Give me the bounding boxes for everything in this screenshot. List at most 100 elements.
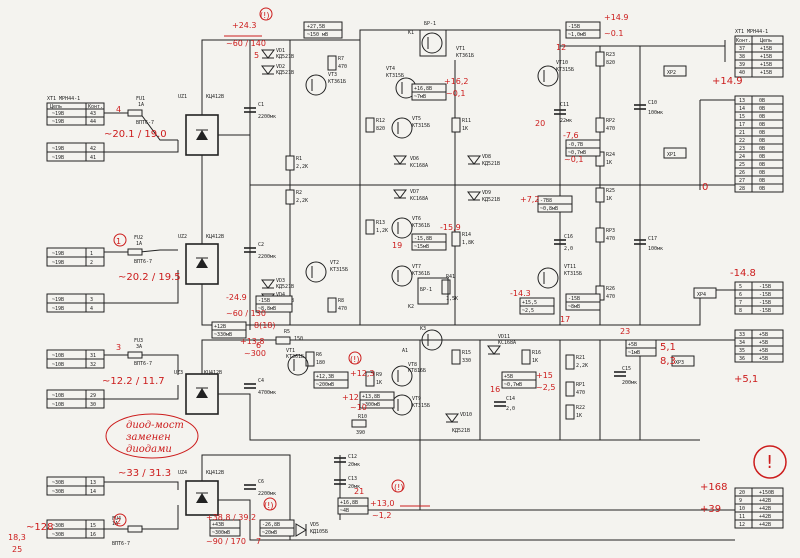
pin-label: 30 bbox=[90, 402, 96, 408]
left-connector-u2: ~19B 1 ~19B 2 ~19B 3 ~19B 4 bbox=[46, 247, 105, 313]
pin-label: 6 bbox=[739, 292, 742, 298]
input-wiring: FU1 1A ВПТ6-7 FU2 1A ВПТ6-7 FU3 3A ВПТ6-… bbox=[104, 96, 179, 547]
tr-type: КТ361Б bbox=[412, 271, 430, 277]
resistor-r12: R12 820 bbox=[365, 117, 385, 133]
cap-value: 100мк bbox=[648, 246, 663, 252]
net-label: 0B bbox=[759, 138, 765, 144]
diode-type: КД521В bbox=[452, 428, 470, 434]
voltage-note: 5,1 bbox=[660, 342, 676, 353]
fuse-type: ВПТ6-7 bbox=[134, 259, 152, 265]
fuse-type: ВПТ6-7 bbox=[134, 361, 152, 367]
res-label: RP3 bbox=[606, 228, 615, 234]
net-label: +5B bbox=[759, 332, 768, 338]
res-value: 470 bbox=[338, 64, 347, 70]
voltage-note: ~10 bbox=[350, 403, 367, 412]
measure-box: +5B ~1мВ bbox=[625, 339, 657, 357]
measure-top: -15B bbox=[568, 24, 580, 30]
pin-label: 7 bbox=[739, 300, 742, 306]
res-label: R8 bbox=[338, 298, 344, 304]
net-label: 0B bbox=[759, 122, 765, 128]
measure-box: +13,8B ~300мВ bbox=[359, 391, 395, 409]
diode-type: КД521В bbox=[482, 161, 500, 167]
resistor-r11: R11 1K bbox=[451, 117, 471, 133]
pin-label: 22 bbox=[739, 138, 745, 144]
cap-c2: C2 2200мк bbox=[244, 242, 276, 260]
net-label: 0B bbox=[759, 154, 765, 160]
pin-label: 1 bbox=[90, 251, 93, 257]
resistor-r1: R1 2,2K bbox=[285, 155, 308, 171]
net-label: +150B bbox=[759, 490, 774, 496]
diode-vd8: VD8 КД521В bbox=[467, 154, 500, 167]
voltage-note: 8,3 bbox=[660, 356, 676, 367]
net-label: ~30B bbox=[52, 523, 64, 529]
xp-label: XP3 bbox=[675, 360, 684, 366]
measure-bottom: ~0,8мВ bbox=[540, 206, 558, 212]
net-label: +42B bbox=[759, 498, 771, 504]
measure-box: +43B ~300мВ bbox=[209, 519, 241, 537]
col-header: Цепь bbox=[50, 104, 62, 110]
fuse-label: FU3 bbox=[134, 338, 143, 344]
res-label: R13 bbox=[376, 220, 385, 226]
tr-label: VT7 bbox=[412, 264, 421, 270]
cap-label: C4 bbox=[258, 378, 264, 384]
transistor-vt1-low: VT1 КТ361Б bbox=[286, 348, 309, 376]
pin-label: 38 bbox=[739, 54, 745, 60]
net-label: ~19B bbox=[52, 297, 64, 303]
res-label: R21 bbox=[576, 355, 585, 361]
res-value: 1K bbox=[376, 380, 382, 386]
res-label: R16 bbox=[532, 350, 541, 356]
voltage-note: -15,9 bbox=[440, 223, 461, 232]
voltage-note: ~12.2 / 11.7 bbox=[102, 376, 165, 387]
corner-note: 18,3 bbox=[8, 533, 26, 542]
voltage-note: +13,0 bbox=[370, 499, 395, 508]
net-label: +15B bbox=[760, 62, 772, 68]
voltage-note: ~60 / 140 bbox=[226, 39, 266, 48]
cap-c14: C14 2,0 bbox=[494, 396, 515, 412]
pin-label: 12 bbox=[739, 522, 745, 528]
voltage-note: -14.3 bbox=[510, 289, 531, 298]
res-value: 470 bbox=[576, 390, 585, 396]
pin-label: 5 bbox=[739, 284, 742, 290]
net-label: -15B bbox=[759, 300, 771, 306]
res-value: 330 bbox=[462, 358, 471, 364]
voltage-note: ~0.1 bbox=[604, 29, 623, 38]
pin-label: 33 bbox=[739, 332, 745, 338]
pin-label: 24 bbox=[739, 154, 745, 160]
net-label: -15B bbox=[759, 284, 771, 290]
res-label: R22 bbox=[576, 405, 585, 411]
measure-bottom: ~300мВ bbox=[362, 402, 380, 408]
measure-boxes: +27,5B ~150 мВ +16,8B ~7мВ -15B ~1,0мВ -… bbox=[209, 21, 657, 537]
fuse-label: FU2 bbox=[134, 235, 143, 241]
res-value: 1K bbox=[532, 358, 538, 364]
pin-label: 15 bbox=[90, 523, 96, 529]
measure-top: -15,8B bbox=[414, 236, 432, 242]
res-value: 2,2K bbox=[296, 198, 308, 204]
cap-value: 4700мк bbox=[258, 390, 276, 396]
measure-box: -0,7B ~0,7мВ bbox=[565, 139, 601, 157]
res-value: 1K bbox=[576, 413, 582, 419]
cap-label: C15 bbox=[622, 366, 631, 372]
net-label: -15B bbox=[759, 292, 771, 298]
diode-vd6: VD6 КС168А bbox=[393, 155, 428, 169]
net-label: 0B bbox=[759, 178, 765, 184]
pin-label: 3 bbox=[90, 297, 93, 303]
res-value: 390 bbox=[356, 430, 365, 436]
net-label: ~19B bbox=[52, 155, 64, 161]
res-value: 1K bbox=[606, 196, 612, 202]
pin-label: 27 bbox=[739, 178, 745, 184]
resistor-r5: R5 150 bbox=[275, 329, 303, 345]
voltage-note: -7,6 bbox=[563, 131, 579, 140]
pin-label: 4 bbox=[90, 306, 93, 312]
node-number: 8(18) bbox=[254, 321, 276, 330]
net-label: 0B bbox=[759, 106, 765, 112]
node-number: 20 bbox=[535, 119, 545, 128]
fuse-value: 1A bbox=[136, 241, 142, 247]
res-label: RP2 bbox=[606, 118, 615, 124]
resistor-r16: R16 1K bbox=[521, 349, 541, 365]
net-label: 0B bbox=[759, 162, 765, 168]
pin-label: 41 bbox=[90, 155, 96, 161]
diode-vd10: VD10 КД521В bbox=[445, 412, 472, 434]
net-label: ~19B bbox=[52, 111, 64, 117]
net-label: ~10B bbox=[52, 362, 64, 368]
